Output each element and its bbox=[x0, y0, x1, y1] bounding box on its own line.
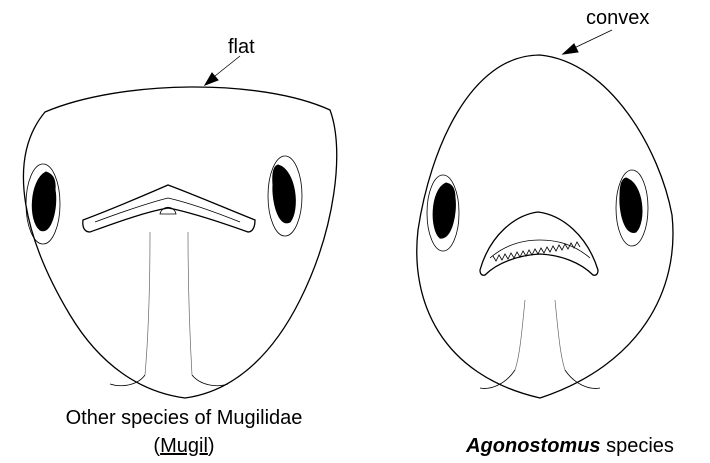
right-caption-rest: species bbox=[601, 435, 674, 457]
convex-label: convex bbox=[586, 7, 649, 29]
flat-label: flat bbox=[228, 36, 255, 58]
left-caption-close-paren: ) bbox=[208, 435, 215, 457]
left-caption-genus: Mugil bbox=[160, 435, 208, 457]
flat-arrow bbox=[205, 56, 240, 85]
right-caption-genus: Agonostomus bbox=[465, 435, 600, 457]
right-caption: Agonostomus species bbox=[465, 435, 674, 457]
right-head-eye-right bbox=[616, 170, 648, 246]
right-head-chin bbox=[480, 300, 600, 388]
convex-arrow bbox=[563, 30, 612, 54]
right-head-eye-left bbox=[427, 175, 459, 251]
left-caption-line1: Other species of Mugilidae bbox=[66, 407, 303, 429]
left-head-isthmus bbox=[110, 232, 228, 386]
left-head-eye-left bbox=[26, 164, 60, 244]
left-head-mouth bbox=[83, 185, 255, 232]
left-head-drawing bbox=[23, 56, 336, 398]
right-head-mouth bbox=[480, 212, 598, 275]
left-caption-line2: (Mugil) bbox=[153, 435, 214, 457]
left-head-eye-right bbox=[268, 156, 302, 236]
right-head-drawing bbox=[417, 30, 673, 398]
left-head-outline bbox=[23, 87, 336, 398]
